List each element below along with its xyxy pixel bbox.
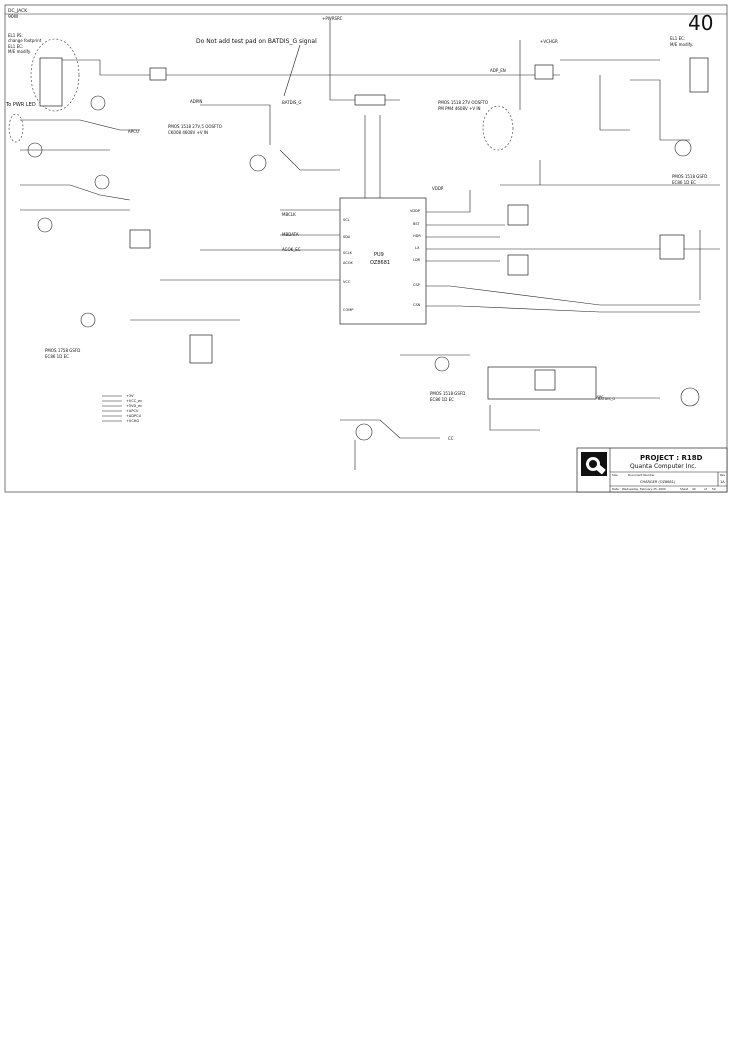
part-note-right-1: PMOS 1518 27V OOSFTO (438, 100, 488, 105)
note-batdis-testpad: Do Not add test pad on BATDIS_G signal (196, 38, 317, 45)
rev-label: Rev (720, 473, 726, 477)
project-title: PROJECT : R18D (640, 454, 703, 462)
part-note-right-2: PM PM4 4608V +V IN (438, 106, 481, 111)
note-dc-jack: DC_JACK (8, 8, 28, 14)
legend-net-3: +5VD_ec (126, 404, 142, 408)
part-note-bottom-mid-1: PMOS 1518 GSFD (430, 391, 465, 396)
ic-pin-comp: COMP (343, 308, 353, 312)
ic-pin-acok: ACOK (343, 261, 354, 265)
note-top-left-3: EL1 EC: (8, 44, 23, 49)
note-watt: 90W (8, 14, 19, 20)
part-note-bottom-left-1: PMOS 1758 GSFD (45, 348, 80, 353)
ic-pin-vddp: VDDP (410, 209, 420, 213)
doc-value: CHARGER (OZ8681) (640, 480, 676, 484)
sheet-label: Sheet (680, 487, 689, 491)
quanta-logo (581, 452, 607, 476)
ic-pu9 (339, 197, 427, 325)
part-note-bottom-mid-2: EC86 1D EC (430, 397, 454, 402)
net-vddp: VDDP (432, 186, 444, 191)
net-adpin: ADPIN (190, 99, 202, 104)
title-block: PROJECT : R18D Quanta Computer Inc. Size… (576, 447, 728, 493)
sheet-border (4, 4, 728, 493)
rev-value: 1A (720, 480, 725, 484)
ic-pin-sclk: SCLK (343, 251, 353, 255)
note-top-left-4: M/E modify. (8, 49, 31, 54)
legend-net-2: +VCC_ec (126, 399, 142, 403)
ic-ref: PU9 (374, 252, 384, 258)
legend-net-6: +VCHG (126, 419, 139, 423)
net-vchgr: +VCHGR (540, 39, 558, 44)
net-batdis-right: BATDIS_G (598, 397, 615, 401)
net-apcu: APCU (128, 129, 139, 134)
date-label: Date: (612, 487, 620, 491)
net-adp-en: ADP_EN (490, 68, 506, 73)
ic-pin-hdr: HDR (413, 234, 421, 238)
note-top-right-1: EL1 EC: (670, 36, 685, 41)
net-pwrsrc: +PWRSRC (322, 16, 343, 21)
doc-label: Document Number (628, 473, 655, 477)
net-batdis: BATDIS_G (282, 100, 302, 105)
note-top-left-2: change footprint (8, 38, 42, 43)
part-note-bottom-left-2: EC86 1D EC (45, 354, 69, 359)
net-mbclk: MBCLK (282, 212, 296, 217)
net-cc: CC (448, 436, 454, 441)
of-value: 50 (712, 487, 716, 491)
ic-pin-csp: CSP (413, 283, 420, 287)
company-name: Quanta Computer Inc. (630, 463, 697, 470)
of-label: of (704, 487, 708, 491)
ic-part: OZ8681 (370, 260, 390, 266)
ic-pin-ldr: LDR (413, 258, 421, 262)
net-acok: ACOK_EC (282, 247, 301, 252)
legend-net-4: +APCU (126, 409, 139, 413)
legend-net-1: +3V (126, 394, 134, 398)
net-legend: +3V +VCC_ec +5VD_ec +APCU +ADPCU +VCHG (102, 394, 142, 423)
part-note-right-mid-1: PMOS 1518 GSFD (672, 174, 707, 179)
legend-net-5: +ADPCU (126, 414, 142, 418)
ic-pin-sda: SDA (343, 235, 351, 239)
part-note-right-mid-2: EC86 1D EC (672, 180, 696, 185)
page-number: 40 (688, 11, 713, 35)
note-top-right-2: M/E modify. (670, 42, 693, 47)
ic-pin-scl: SCL (343, 218, 350, 222)
part-note-left-2: CK008 4608V +V IN (168, 130, 208, 135)
ic-pin-csn: CSN (413, 303, 421, 307)
ic-pin-lx: LX (415, 246, 420, 250)
net-mbdata: MBDATA (282, 232, 299, 237)
ic-pin-bst: BST (413, 222, 421, 226)
dc-jack-dashed-outline (30, 38, 80, 112)
ic-pin-vcc: VCC (343, 280, 351, 284)
size-label: Size (612, 473, 618, 477)
note-to-pwr-led: To PWR LED (5, 102, 36, 108)
date-value: Wednesday, February 25, 2009 (622, 487, 666, 491)
sheet-value: 40 (692, 487, 696, 491)
part-note-left-1: PMOS 1518 27V,5 OOSFTO (168, 124, 222, 129)
note-top-left-1: EL1 PS: (8, 33, 23, 38)
